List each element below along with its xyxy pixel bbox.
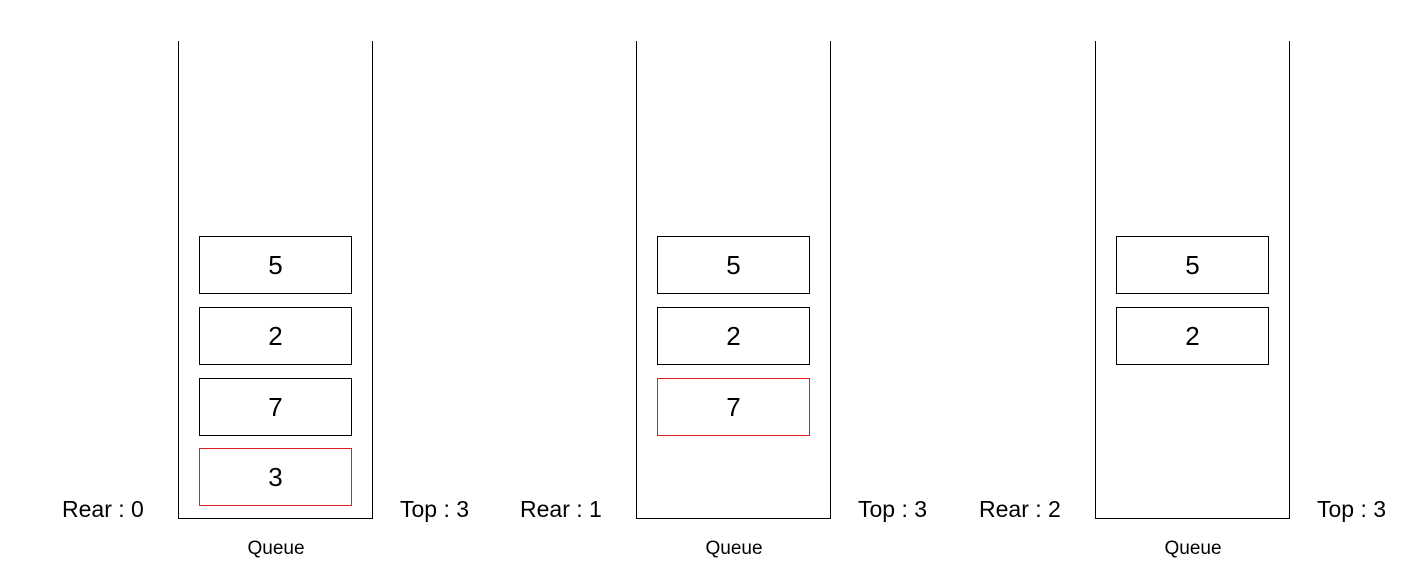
queue-caption: Queue — [705, 538, 763, 559]
queue-cell: 5 — [199, 236, 352, 294]
queue-panel-3: 5 2 Rear : 2 Top : 3 Queue — [977, 0, 1418, 586]
queue-cell: 2 — [199, 307, 352, 365]
rear-label: Rear : 1 — [520, 496, 602, 522]
rear-label: Rear : 0 — [62, 496, 144, 522]
queue-caption: Queue — [1164, 538, 1222, 559]
queue-caption: Queue — [247, 538, 305, 559]
rear-label: Rear : 2 — [979, 496, 1061, 522]
queue-cell: 5 — [1116, 236, 1269, 294]
queue-container: 5 2 7 — [636, 41, 831, 519]
queue-cell: 7 — [199, 378, 352, 436]
queue-container: 5 2 7 3 — [178, 41, 373, 519]
queue-cell: 2 — [657, 307, 810, 365]
top-label: Top : 3 — [858, 496, 928, 522]
queue-cell: 3 — [199, 448, 352, 506]
queue-cell: 2 — [1116, 307, 1269, 365]
queue-panel-1: 5 2 7 3 Rear : 0 Top : 3 Queue — [60, 0, 520, 586]
queue-container: 5 2 — [1095, 41, 1290, 519]
top-label: Top : 3 — [1317, 496, 1387, 522]
queue-cell: 5 — [657, 236, 810, 294]
top-label: Top : 3 — [400, 496, 470, 522]
queue-cell: 7 — [657, 378, 810, 436]
queue-panel-2: 5 2 7 Rear : 1 Top : 3 Queue — [518, 0, 978, 586]
